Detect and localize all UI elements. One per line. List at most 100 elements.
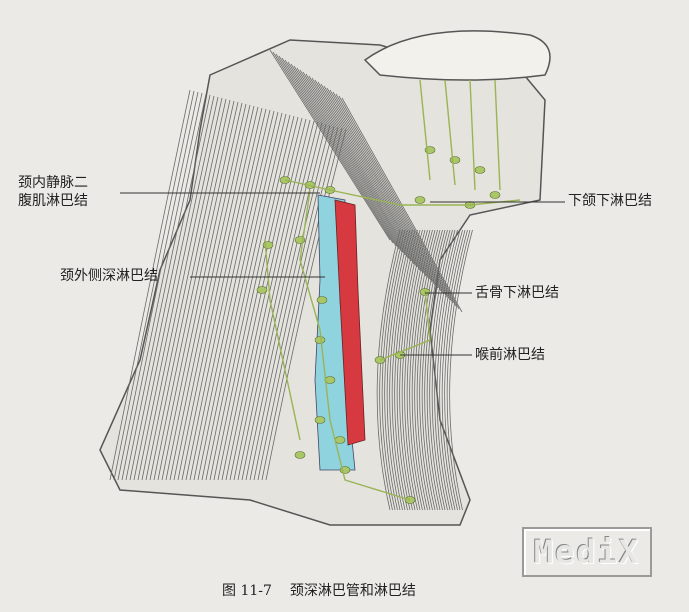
muscle-fiber [185,108,267,481]
muscle-fiber [265,128,347,481]
muscle-fiber [290,63,412,262]
label-line-1: 颈内静脉二 [18,175,88,191]
watermark-logo: MediX [522,527,652,577]
lymph-node [256,286,268,294]
muscle-fiber [205,113,287,481]
muscle-fiber [296,67,418,268]
muscle-fiber [421,229,446,511]
muscle-fiber [411,229,436,511]
muscle-fiber [245,123,327,481]
lymph-node [314,416,326,424]
muscle-fiber [293,65,415,265]
muscle-fiber [409,229,433,511]
muscle-fiber [261,127,343,481]
muscle-fiber [444,229,468,511]
muscle-fiber [189,109,271,481]
muscle-fiber [165,103,247,481]
muscle-fiber [197,111,279,481]
lymph-node [314,336,326,344]
lymph-node [414,196,426,204]
muscle-fiber [149,99,231,481]
muscle-fiber [338,95,460,310]
muscle-fiber [323,85,445,295]
muscle-fiber [249,124,331,481]
muscle-fiber [302,71,424,274]
muscle-fiber [169,104,251,481]
muscle-fiber [399,229,423,511]
muscle-fiber [213,115,295,481]
muscle-fiber [446,229,471,511]
muscle-fiber [434,229,458,511]
lymph-nodes [256,146,501,504]
muscle-fiber [287,61,409,259]
muscle-fiber [406,229,431,511]
muscle-fiber [275,53,397,247]
label-jugulodigastric-node: 颈内静脉二 腹肌淋巴结 [18,174,88,210]
muscle-fiber [284,59,406,256]
muscle-fiber [229,119,311,481]
leader-lines [120,192,565,356]
muscle-fiber [329,89,451,301]
muscle-fiber [379,229,403,511]
muscle-fiber [272,51,394,244]
muscle-fiber [431,229,456,511]
muscle-fiber [125,93,207,481]
muscle-fiber [376,229,401,511]
muscle-fiber [141,97,223,481]
muscle-fiber [429,229,453,511]
muscle-fiber [384,229,408,511]
muscle-fiber [161,102,243,481]
lymph-node [489,191,501,199]
muscle-fiber [419,229,443,511]
muscle-fiber [389,229,413,511]
muscle-fiber [173,105,255,481]
muscle-fiber [157,101,239,481]
muscle-fiber [332,91,454,304]
muscle-fiber [281,57,403,253]
muscle-fiber [241,122,323,481]
muscle-fiber [381,229,406,511]
muscle-fiber [426,229,451,511]
muscle-fiber [401,229,426,511]
muscle-fiber [299,69,421,271]
muscle-fiber [257,126,339,481]
muscle-fiber [121,92,203,481]
muscle-fiber [129,94,211,481]
figure-number: 图 11-7 [222,583,272,599]
muscle-fiber [145,98,227,481]
lymph-node [262,241,274,249]
muscle-fiber [237,121,319,481]
muscle-fibers [109,49,473,511]
muscle-fiber [153,100,235,481]
muscle-fiber [424,229,448,511]
muscle-fiber [386,229,411,511]
muscle-fiber [137,96,219,481]
muscle-fiber [113,90,195,481]
muscle-fiber [414,229,438,511]
label-infrahyoid-node: 舌骨下淋巴结 [475,285,559,301]
muscle-fiber [439,229,463,511]
muscle-fiber [117,91,199,481]
muscle-fiber [335,93,457,307]
muscle-fiber [193,110,275,481]
muscle-fiber [391,229,416,511]
lymph-node [474,166,486,174]
lymph-node [294,451,306,459]
muscle-fiber [209,114,291,481]
lymph-node [334,436,346,444]
label-prelaryngeal-node: 喉前淋巴结 [475,347,545,363]
muscle-fiber [305,73,427,277]
muscle-fiber [394,229,418,511]
carotid-artery [334,199,366,446]
muscle-fiber [396,229,421,511]
label-lateral-deep-cervical-node: 颈外侧深淋巴结 [60,268,158,284]
muscle-fiber [278,55,400,250]
muscle-fiber [201,112,283,481]
muscle-fiber [436,229,461,511]
muscle-fiber [416,229,441,511]
muscle-fiber [441,229,466,511]
muscle-fiber [233,120,315,481]
lymph-vessels [264,79,521,501]
muscle-fiber [269,49,391,241]
